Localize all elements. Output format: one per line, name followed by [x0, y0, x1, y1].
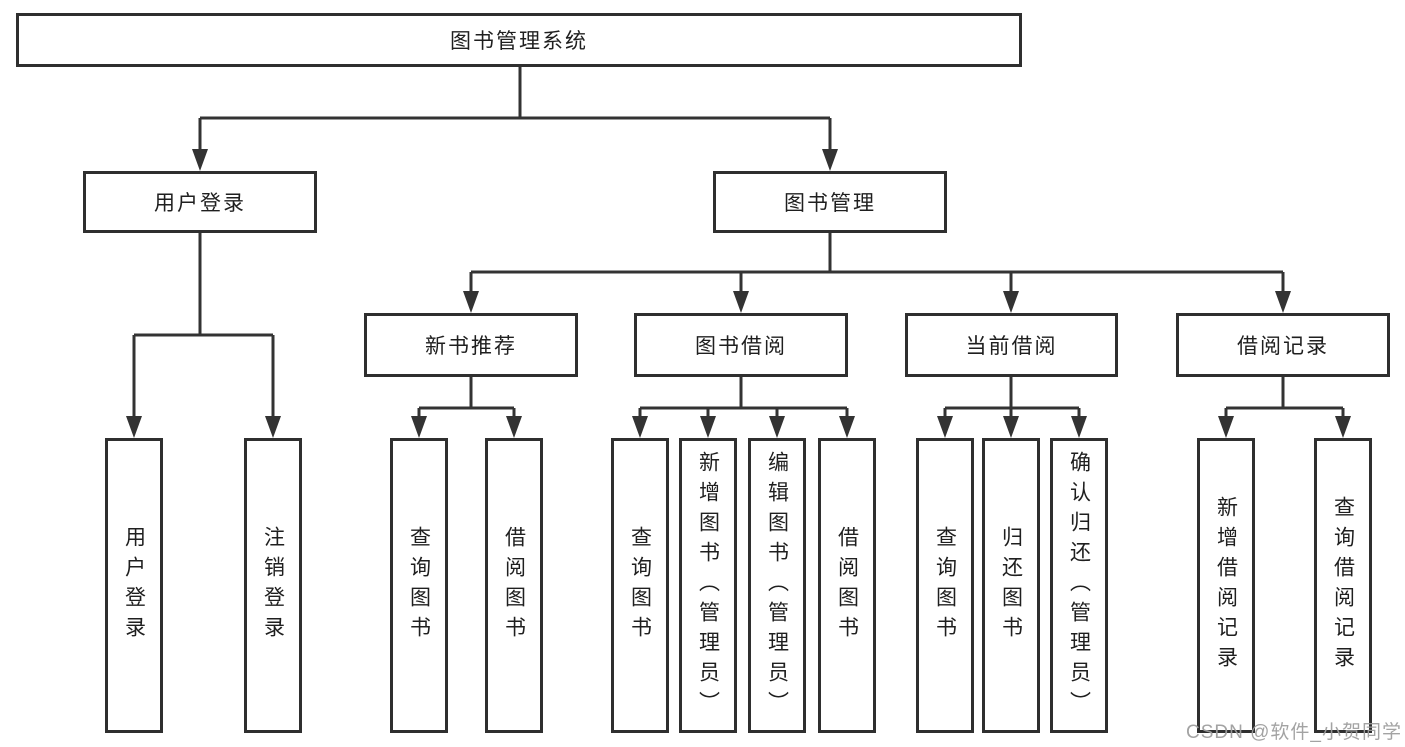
node-label: 归还图书	[999, 525, 1023, 646]
node-label: 借阅图书	[502, 525, 526, 646]
node-leaf-edit-books-admin: 编辑图书（管理员）	[748, 438, 806, 733]
node-library-management-system: 图书管理系统	[16, 13, 1022, 67]
node-leaf-return-books: 归还图书	[982, 438, 1040, 733]
node-label: 新书推荐	[425, 335, 517, 358]
node-label: 注销登录	[261, 525, 285, 646]
node-leaf-add-books-admin: 新增图书（管理员）	[679, 438, 737, 733]
node-user-login: 用户登录	[83, 171, 317, 233]
node-leaf-confirm-return-admin: 确认归还（管理员）	[1050, 438, 1108, 733]
csdn-watermark: CSDN @软件_小贺同学	[1186, 722, 1402, 743]
node-label: 查询图书	[407, 525, 431, 646]
node-book-borrowing: 图书借阅	[634, 313, 848, 377]
node-current-borrowing: 当前借阅	[905, 313, 1118, 377]
node-label: 查询借阅记录	[1331, 495, 1355, 676]
node-label: 查询图书	[933, 525, 957, 646]
node-label: 确认归还（管理员）	[1067, 450, 1091, 721]
node-label: 图书借阅	[695, 335, 787, 358]
node-leaf-query-books-borrow: 查询图书	[611, 438, 669, 733]
node-label: 用户登录	[122, 525, 146, 646]
node-leaf-query-books-current: 查询图书	[916, 438, 974, 733]
node-leaf-user-login: 用户登录	[105, 438, 163, 733]
node-label: 用户登录	[154, 192, 246, 215]
node-label: 当前借阅	[965, 335, 1058, 358]
node-borrowing-records: 借阅记录	[1176, 313, 1390, 377]
node-leaf-add-borrow-record: 新增借阅记录	[1197, 438, 1255, 733]
node-leaf-borrow-books-borrow: 借阅图书	[818, 438, 876, 733]
node-label: 编辑图书（管理员）	[765, 450, 789, 721]
node-book-management: 图书管理	[713, 171, 947, 233]
node-label: 借阅图书	[835, 525, 859, 646]
node-label: 图书管理系统	[450, 30, 588, 53]
node-label: 新增借阅记录	[1214, 495, 1238, 676]
node-leaf-logout: 注销登录	[244, 438, 302, 733]
node-label: 图书管理	[784, 192, 876, 215]
node-leaf-query-books-newrec: 查询图书	[390, 438, 448, 733]
node-label: 查询图书	[628, 525, 652, 646]
node-leaf-query-borrow-record: 查询借阅记录	[1314, 438, 1372, 733]
node-label: 借阅记录	[1237, 335, 1329, 358]
node-label: 新增图书（管理员）	[696, 450, 720, 721]
node-new-book-recommendation: 新书推荐	[364, 313, 578, 377]
node-leaf-borrow-books-newrec: 借阅图书	[485, 438, 543, 733]
